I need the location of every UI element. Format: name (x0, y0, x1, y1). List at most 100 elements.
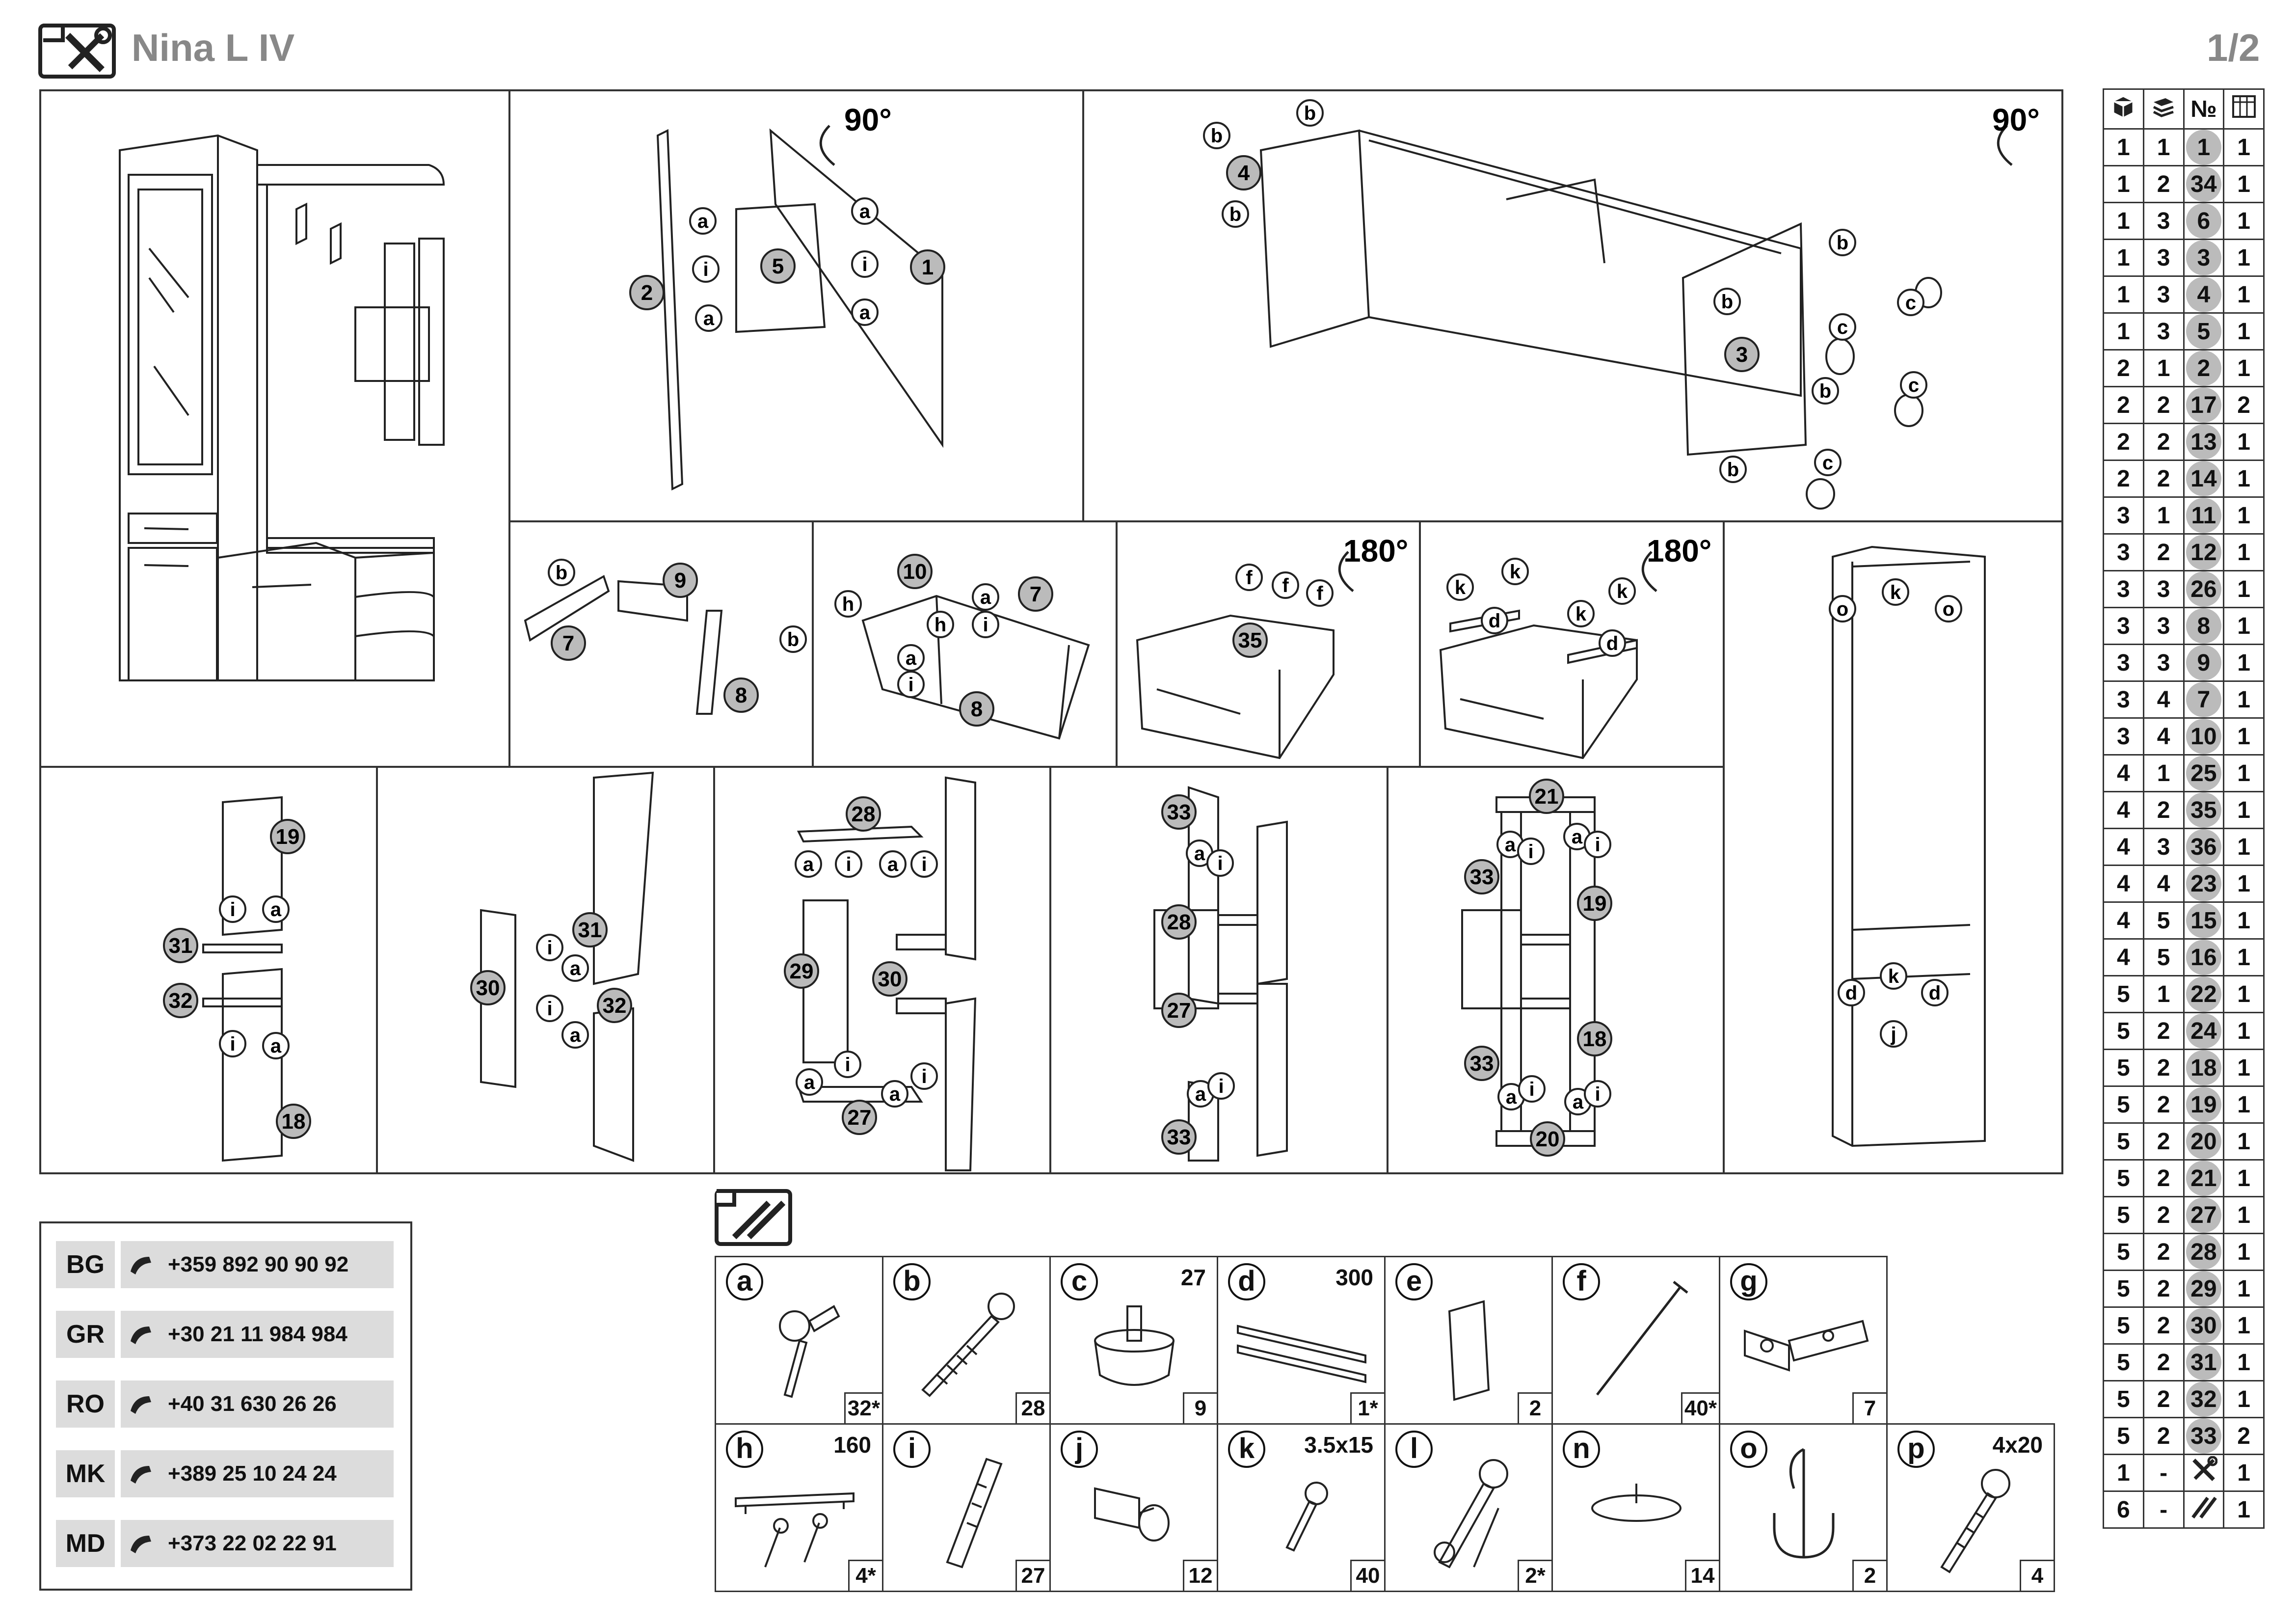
box-number: 3 (2103, 680, 2144, 719)
svg-text:a: a (980, 587, 991, 608)
svg-text:a: a (859, 201, 871, 222)
box-number: 5 (2103, 1380, 2144, 1418)
hardware-quantity: 4 (2020, 1560, 2055, 1592)
parts-table-header: № (2103, 88, 2265, 130)
box-number: 3 (2103, 607, 2144, 645)
layer-number: 3 (2142, 828, 2185, 866)
phone-icon (131, 1466, 151, 1484)
svg-text:i: i (1218, 1076, 1224, 1097)
anchor-screw-icon (1434, 1459, 1508, 1569)
box-number: 4 (2103, 938, 2144, 976)
svg-text:i: i (1528, 841, 1533, 863)
phone-number: +30 21 11 984 984 (121, 1311, 394, 1358)
layer-number: 3 (2142, 607, 2185, 645)
rotation-label-3: 180° (1343, 533, 1408, 568)
svg-text:d: d (1929, 982, 1941, 1004)
rotation-label-1: 90° (844, 102, 892, 137)
svg-text:i: i (921, 854, 927, 875)
part-number: 23 (2183, 865, 2225, 903)
svg-text:i: i (703, 259, 708, 280)
box-number: 5 (2103, 1343, 2144, 1381)
svg-text:h: h (842, 594, 854, 615)
svg-text:a: a (270, 899, 282, 920)
svg-text:b: b (1211, 125, 1223, 147)
part-number: 22 (2183, 975, 2225, 1013)
svg-text:h: h (934, 614, 946, 636)
hardware-item-j: j 12 (1049, 1423, 1218, 1592)
box-number: 5 (2103, 975, 2144, 1013)
layer-number: 2 (2142, 1085, 2185, 1124)
box-number: 5 (2103, 1417, 2144, 1455)
stack-icon (2142, 88, 2185, 130)
part-quantity: 1 (2223, 312, 2265, 351)
svg-text:30: 30 (476, 976, 500, 1000)
part-number: 24 (2183, 1012, 2225, 1050)
svg-text:j: j (1890, 1024, 1896, 1045)
svg-text:f: f (1246, 567, 1253, 589)
svg-text:b: b (1819, 380, 1831, 402)
part-number: 4 (2183, 275, 2225, 314)
box-number: 4 (2103, 901, 2144, 940)
svg-text:a: a (803, 854, 814, 875)
svg-text:a: a (1505, 834, 1516, 856)
page-number: 1/2 (2207, 26, 2260, 69)
part-number: 36 (2183, 828, 2225, 866)
hardware-quantity: 27 (1015, 1560, 1051, 1592)
box-number: 5 (2103, 1085, 2144, 1124)
svg-text:a: a (906, 648, 917, 669)
hardware-item-i: i 27 (882, 1423, 1051, 1592)
hardware-item-h: h 160 4* (715, 1423, 883, 1592)
svg-text:30: 30 (878, 967, 902, 991)
hardware-letter: i (893, 1431, 931, 1468)
layer-number: 2 (2142, 1012, 2185, 1050)
part-quantity: 1 (2223, 1306, 2265, 1345)
hardware-item-n: n 14 (1551, 1423, 1720, 1592)
hardware-quantity: 12 (1183, 1560, 1218, 1592)
part-number: 9 (2183, 644, 2225, 682)
box-number: 5 (2103, 1270, 2144, 1308)
svg-text:i: i (547, 998, 552, 1020)
part-number: 27 (2183, 1196, 2225, 1234)
layer-number: 2 (2142, 1306, 2185, 1345)
part-quantity: 1 (2223, 1085, 2265, 1124)
svg-text:5: 5 (772, 254, 784, 278)
svg-text:10: 10 (903, 560, 927, 584)
svg-text:35: 35 (1238, 628, 1262, 652)
svg-text:33: 33 (1470, 865, 1494, 889)
svg-text:a: a (889, 1083, 901, 1105)
svg-text:2: 2 (641, 281, 653, 305)
svg-text:i: i (908, 674, 913, 696)
screws-header-icon (715, 1189, 792, 1246)
layer-number: 4 (2142, 865, 2185, 903)
hardware-item-k: k 3.5x15 40 (1217, 1423, 1386, 1592)
part-number: 34 (2183, 165, 2225, 203)
hardware-letter: p (1897, 1431, 1935, 1468)
svg-text:i: i (846, 854, 851, 875)
hardware-quantity: 28 (1015, 1392, 1051, 1425)
phone-number: +40 31 630 26 26 (121, 1380, 394, 1428)
hardware-item-o: o 2 (1719, 1423, 1888, 1592)
layer-number: 3 (2142, 570, 2185, 608)
box-number: 5 (2103, 1196, 2144, 1234)
svg-text:k: k (1455, 577, 1466, 598)
part-number: 2 (2183, 349, 2225, 387)
svg-text:a: a (887, 854, 899, 875)
hardware-letter: f (1563, 1263, 1600, 1300)
svg-text:i: i (230, 1033, 235, 1055)
countersunk-screw-icon (1940, 1469, 2010, 1573)
small-screw-icon (1285, 1482, 1328, 1552)
hardware-letter: j (1061, 1431, 1098, 1468)
